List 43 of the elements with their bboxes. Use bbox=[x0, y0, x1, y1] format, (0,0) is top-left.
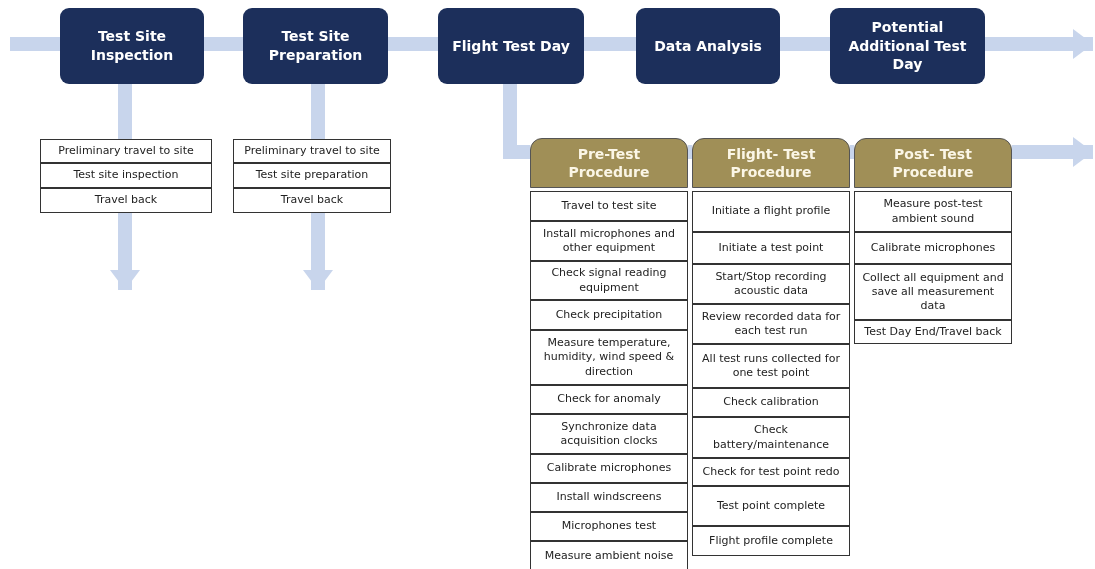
process-box: Test Site Preparation bbox=[243, 8, 388, 84]
process-box: Potential Additional Test Day bbox=[830, 8, 985, 84]
step-box: Calibrate microphones bbox=[854, 232, 1012, 264]
step-box: Check battery/maintenance bbox=[692, 417, 850, 458]
step-box: Travel back bbox=[40, 188, 212, 213]
step-box: Start/Stop recording acoustic data bbox=[692, 264, 850, 304]
step-box: Travel to test site bbox=[530, 191, 688, 221]
process-box: Flight Test Day bbox=[438, 8, 584, 84]
step-box: Check precipitation bbox=[530, 300, 688, 330]
step-box: Check for test point redo bbox=[692, 458, 850, 486]
phase-header: Flight- Test Procedure bbox=[692, 138, 850, 188]
flow-arrow bbox=[985, 29, 1093, 59]
step-box: Test Day End/Travel back bbox=[854, 320, 1012, 344]
step-box: Travel back bbox=[233, 188, 391, 213]
step-box: Test site preparation bbox=[233, 163, 391, 188]
flow-arrow bbox=[303, 213, 333, 290]
step-box: Preliminary travel to site bbox=[233, 139, 391, 163]
step-box: Initiate a flight profile bbox=[692, 191, 850, 232]
step-box: Install microphones and other equipment bbox=[530, 221, 688, 261]
step-box: Synchronize data acquisition clocks bbox=[530, 414, 688, 454]
step-box: All test runs collected for one test point bbox=[692, 344, 850, 388]
step-box: Initiate a test point bbox=[692, 232, 850, 264]
step-box: Flight profile complete bbox=[692, 526, 850, 556]
step-box: Check signal reading equipment bbox=[530, 261, 688, 300]
step-box: Test site inspection bbox=[40, 163, 212, 188]
step-box: Test point complete bbox=[692, 486, 850, 526]
step-box: Measure post-test ambient sound bbox=[854, 191, 1012, 232]
step-box: Measure temperature, humidity, wind speed & direction bbox=[530, 330, 688, 385]
step-box: Measure ambient noise bbox=[530, 541, 688, 569]
process-box: Test Site Inspection bbox=[60, 8, 204, 84]
step-box: Collect all equipment and save all measurement data bbox=[854, 264, 1012, 320]
phase-header: Pre-Test Procedure bbox=[530, 138, 688, 188]
step-box: Microphones test bbox=[530, 512, 688, 541]
flow-arrow bbox=[110, 213, 140, 290]
phase-header: Post- Test Procedure bbox=[854, 138, 1012, 188]
process-box: Data Analysis bbox=[636, 8, 780, 84]
step-box: Check calibration bbox=[692, 388, 850, 417]
step-box: Check for anomaly bbox=[530, 385, 688, 414]
step-box: Calibrate microphones bbox=[530, 454, 688, 483]
step-box: Preliminary travel to site bbox=[40, 139, 212, 163]
step-box: Install windscreens bbox=[530, 483, 688, 512]
step-box: Review recorded data for each test run bbox=[692, 304, 850, 344]
flow-arrow bbox=[1012, 137, 1093, 167]
